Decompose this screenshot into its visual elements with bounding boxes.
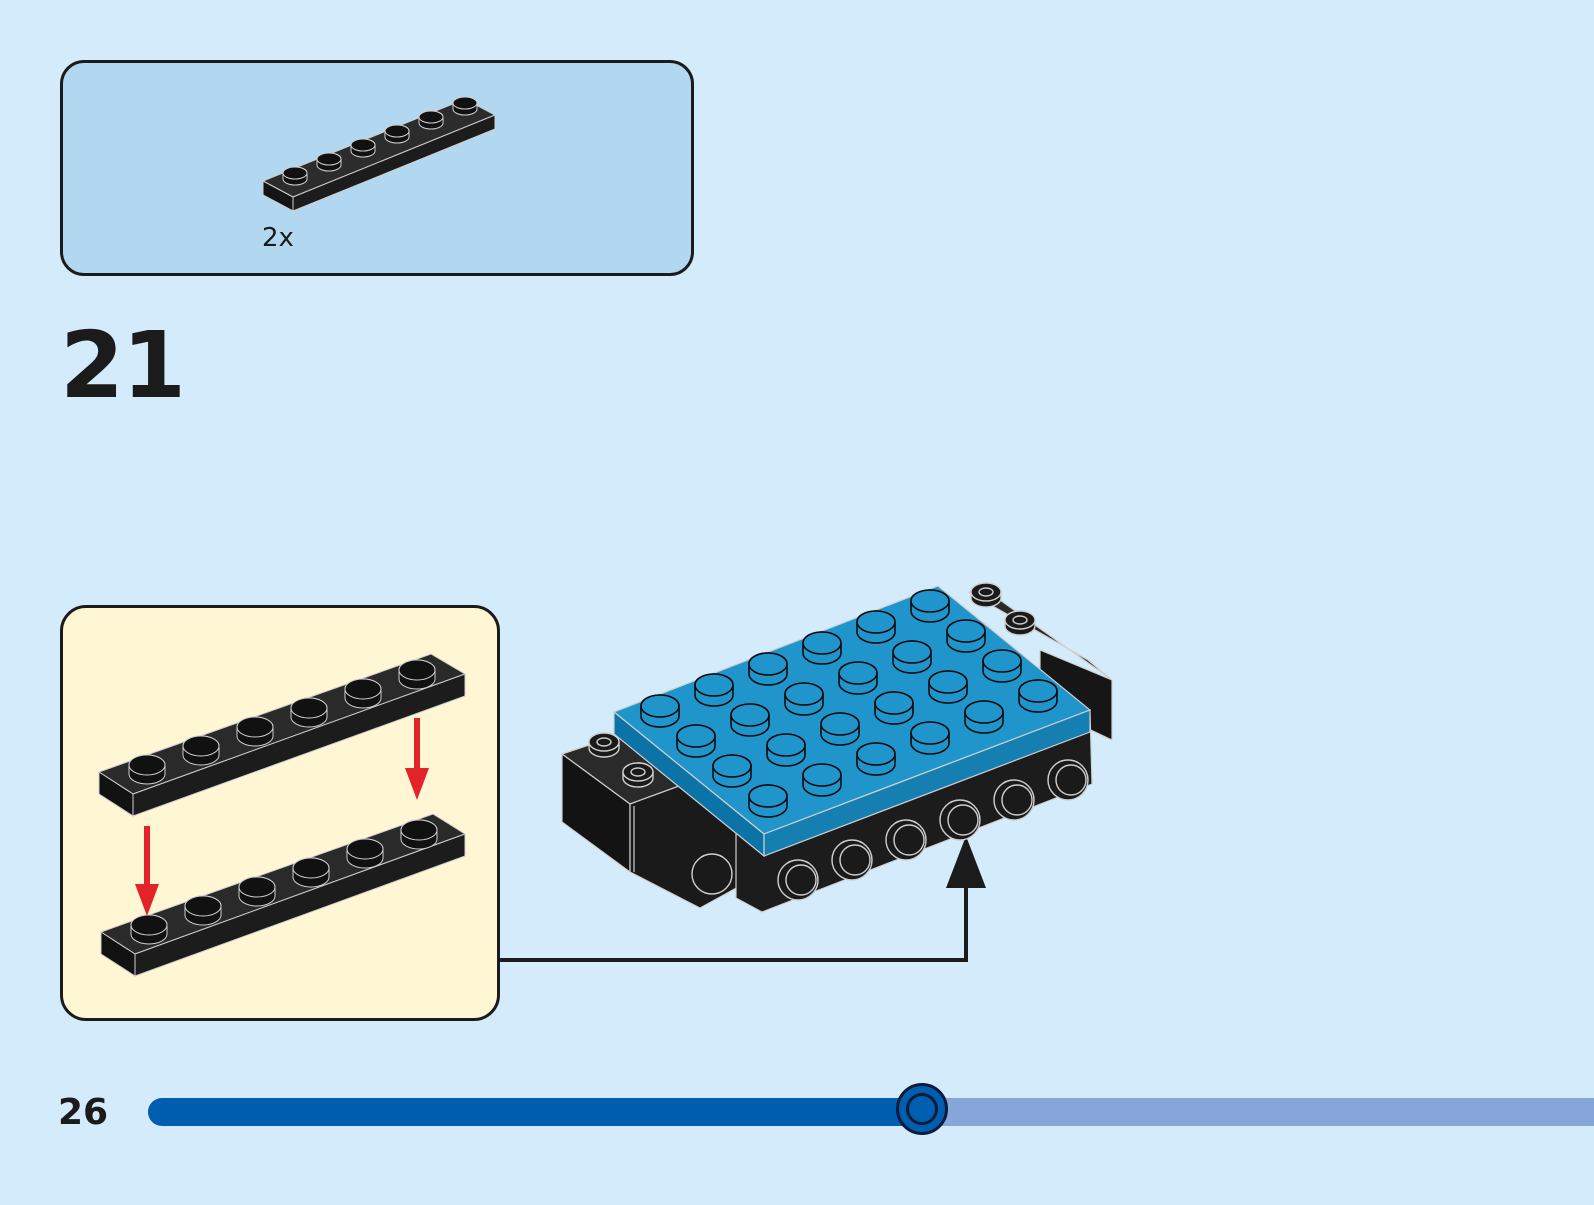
page-number: 26 [58,1092,109,1133]
side-stud-inner [1001,784,1033,816]
stud-top [184,895,222,917]
blue-stud-top [748,652,788,676]
side-stud-inner [947,804,979,836]
stud-top [290,697,328,719]
hollow-stud-hole [630,767,646,777]
progress-fill [148,1098,922,1126]
side-stud [691,853,733,895]
blue-stud-top [892,640,932,664]
progress-knob-icon [895,1083,948,1135]
stud-top [400,819,438,841]
side-stud-inner [839,844,871,876]
blue-stud-top [910,721,950,745]
stud-top [128,754,166,776]
red-arrow-icon [135,718,429,916]
stud-top [292,857,330,879]
blue-stud-top [1018,679,1058,703]
blue-stud-top [784,682,824,706]
connector-arrow-icon [500,836,986,962]
subassembly-callout [60,605,500,1021]
blue-stud-top [820,712,860,736]
hollow-stud-hole [978,587,994,597]
blue-stud-top [766,733,806,757]
blue-stud-top [856,610,896,634]
stud-top [236,716,274,738]
stud-top [350,138,376,152]
part-quantity: 2x [262,223,294,253]
side-stud-inner [785,864,817,896]
blue-stud-top [802,631,842,655]
blue-stud-top [946,619,986,643]
blue-stud-top [838,661,878,685]
step-number: 21 [60,312,186,419]
stud-top [130,914,168,936]
side-stud-inner [893,824,925,856]
hollow-stud-hole [1012,615,1028,625]
blue-stud-top [856,742,896,766]
hollow-stud-hole [596,737,612,747]
stud-top [384,124,410,138]
stud-top [238,876,276,898]
blue-stud-top [910,589,950,613]
blue-stud-top [712,754,752,778]
blue-stud-top [748,784,788,808]
blue-stud-top [640,694,680,718]
blue-stud-top [982,649,1022,673]
stud-top [282,166,308,180]
stud-top [316,152,342,166]
stud-top [344,678,382,700]
parts-list-box: 2x [60,60,694,276]
stud-top [398,659,436,681]
stud-top [346,838,384,860]
blue-stud-top [730,703,770,727]
blue-stud-top [694,673,734,697]
blue-stud-top [676,724,716,748]
stud-top [182,735,220,757]
plate-1x6-part-icon [261,96,497,212]
stud-top [418,110,444,124]
progress-track [148,1083,1594,1135]
plate-stack-illustration [97,653,467,977]
side-stud-inner [1055,764,1087,796]
blue-stud-top [964,700,1004,724]
blue-stud-top [928,670,968,694]
blue-stud-top [874,691,914,715]
stud-top [452,96,478,110]
blue-stud-top [802,763,842,787]
